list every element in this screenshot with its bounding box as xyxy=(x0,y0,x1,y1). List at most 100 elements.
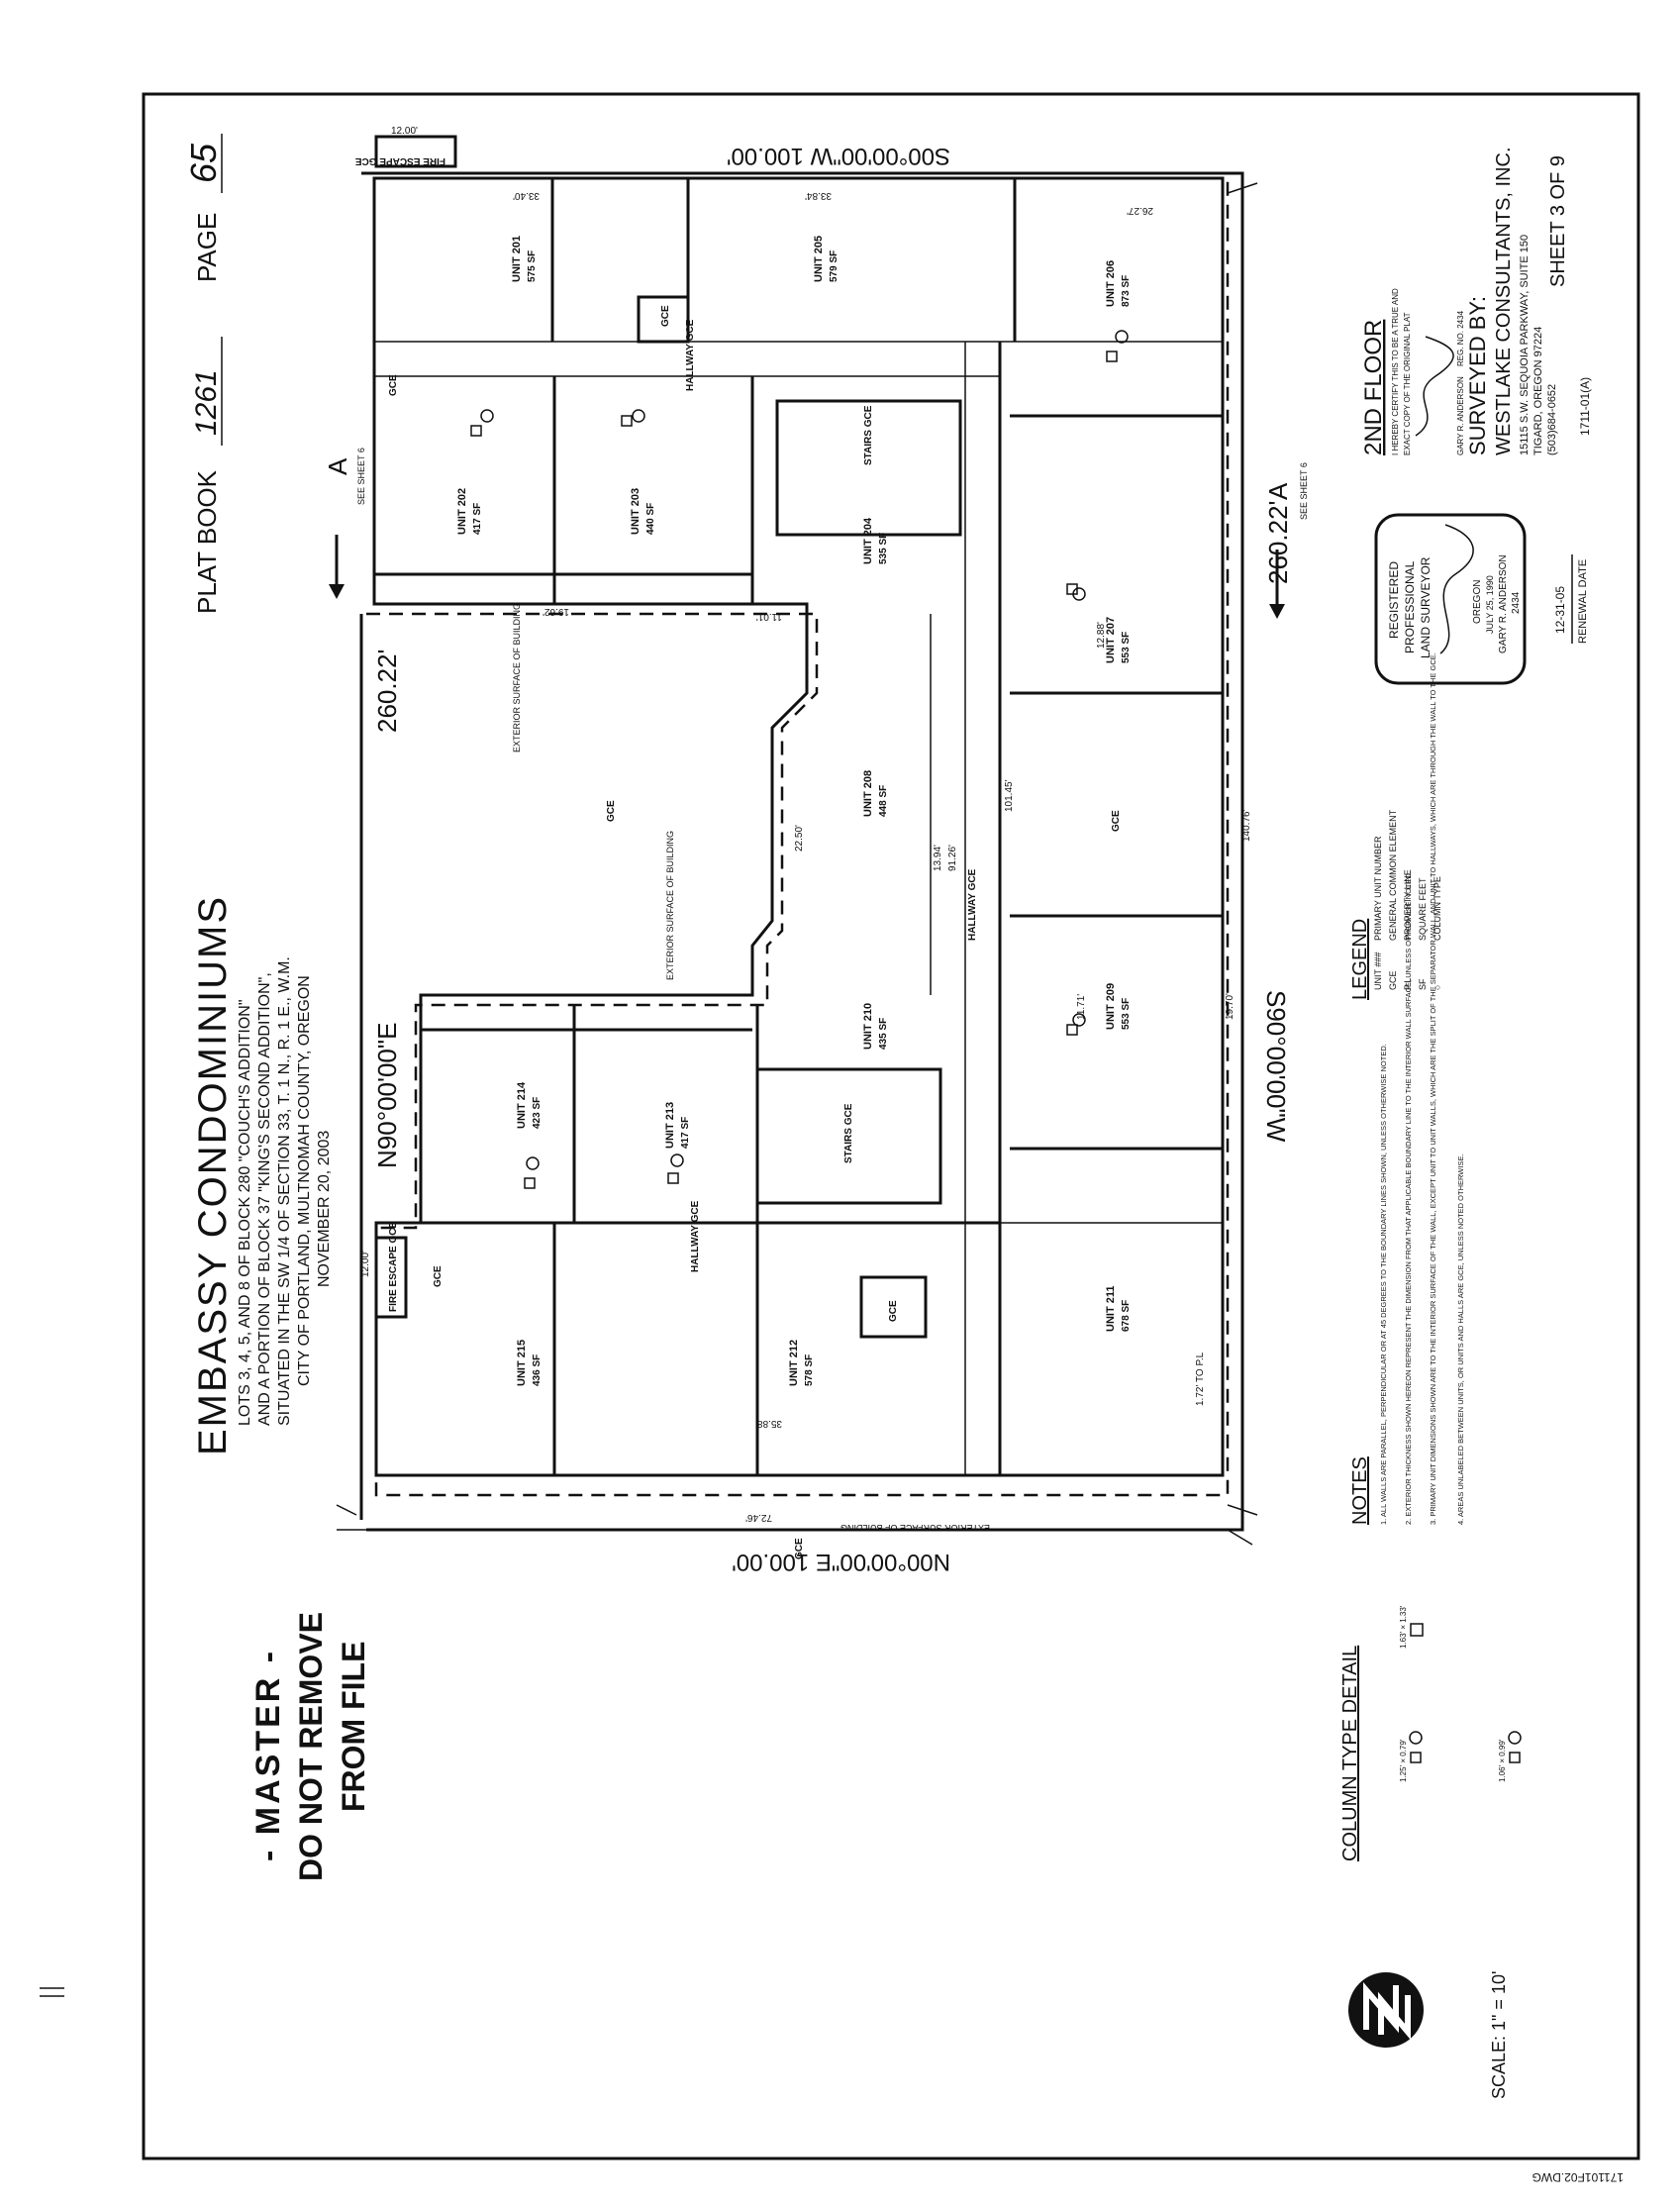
hallway-lower: HALLWAY GCE xyxy=(690,1200,701,1272)
job-number: 1711-01(A) xyxy=(1578,377,1592,436)
unit-201-area: 575 SF xyxy=(527,251,538,282)
stairs-upper xyxy=(775,399,962,537)
surveyor-label: SURVEYED BY: xyxy=(1465,296,1490,455)
common-element-labels: GCE GCE GCE GCE GCE GCE GCE HALLWAY GCE … xyxy=(355,155,1122,1559)
unit-209-area: 553 SF xyxy=(1121,998,1132,1030)
dim-10: 91.26' xyxy=(947,845,958,871)
unit-204-label: UNIT 204 xyxy=(862,517,874,564)
unit-201-label: UNIT 201 xyxy=(511,236,523,282)
surveyor-seal: REGISTERED PROFESSIONAL LAND SURVEYOR OR… xyxy=(1374,513,1527,685)
surveyor-address-2: TIGARD, OREGON 97224 xyxy=(1532,327,1544,455)
north-arrow-icon xyxy=(1348,1972,1424,2048)
hallway-upper: HALLWAY GCE xyxy=(685,319,696,391)
legend-meaning-4: SQUARE FEET xyxy=(1418,877,1428,941)
unit-212-area: 578 SF xyxy=(804,1354,815,1386)
project-title: EMBASSY CONDOMINIUMS xyxy=(191,895,235,1455)
unit-204-area: 535 SF xyxy=(878,533,889,564)
notes-heading: NOTES xyxy=(1349,1456,1371,1525)
notes: NOTES 1. ALL WALLS ARE PARALLEL, PERPEND… xyxy=(1349,652,1465,1525)
seal-date: JULY 25, 1990 xyxy=(1485,575,1495,634)
section-marks: A SEE SHEET 6 A SEE SHEET 6 xyxy=(323,448,1309,619)
dim-9: 101.45' xyxy=(1004,779,1015,812)
gce-top-box: GCE xyxy=(660,305,671,327)
legend-heading: LEGEND xyxy=(1349,919,1371,1000)
legend-symbol-4: SF xyxy=(1418,978,1428,990)
unit-208-area: 448 SF xyxy=(878,785,889,817)
dim-16: 1.72' TO P.L xyxy=(1195,1352,1206,1406)
fire-escape-bottom xyxy=(374,1236,408,1319)
exterior-surface-outline xyxy=(366,173,1230,1497)
seal-state: OREGON xyxy=(1472,580,1483,624)
surveyor-address-1: 15115 S.W. SEQUOIA PARKWAY, SUITE 150 xyxy=(1519,235,1531,455)
certify-line-1: I HEREBY CERTIFY THIS TO BE A TRUE AND xyxy=(1391,288,1400,455)
stairs-lower xyxy=(755,1067,942,1205)
seal-name: GARY R. ANDERSON xyxy=(1498,554,1509,653)
unit-205-label: UNIT 205 xyxy=(813,236,825,282)
unit-207-area: 553 SF xyxy=(1121,632,1132,663)
column-type-b: 1.63' × 1.33' xyxy=(1399,1605,1408,1649)
dim-11: 13.94' xyxy=(933,845,943,871)
column-detail-heading: COLUMN TYPE DETAIL xyxy=(1339,1646,1361,1861)
legend-symbol-5: ○ xyxy=(1433,985,1442,990)
unit-214-area: 423 SF xyxy=(532,1097,543,1129)
legend-meaning-5: COLUMN TYPE xyxy=(1433,876,1442,941)
title-line-2: AND A PORTION OF BLOCK 37 "KING'S SECOND… xyxy=(256,972,273,1426)
dim-fire-escape-bottom: 12.00' xyxy=(360,1251,371,1277)
unit-211-label: UNIT 211 xyxy=(1105,1286,1117,1332)
seal-signature xyxy=(1439,524,1474,654)
unit-215-area: 436 SF xyxy=(532,1354,543,1386)
dim-1: 33.40' xyxy=(513,190,540,201)
bearing-top: S00°00'00"W 100.00' xyxy=(727,143,950,169)
column-type-detail: COLUMN TYPE DETAIL 1.25' × 0.79' 1.63' ×… xyxy=(1339,1605,1522,1861)
note-2: 2. EXTERIOR THICKNESS SHOWN HEREON REPRE… xyxy=(1404,871,1413,1525)
stairs-lower-label: STAIRS GCE xyxy=(843,1103,854,1163)
surveyor-phone: (503)684-0652 xyxy=(1546,384,1558,455)
seal-number: 2434 xyxy=(1511,591,1522,614)
unit-208-label: UNIT 208 xyxy=(862,770,874,817)
title-line-3: SITUATED IN THE SW 1/4 OF SECTION 33, T.… xyxy=(276,956,293,1426)
building-walls xyxy=(372,176,1225,1477)
legend-symbol-1: UNIT ### xyxy=(1373,953,1383,990)
surveyor-block: SURVEYED BY: WESTLAKE CONSULTANTS, INC. … xyxy=(1465,147,1592,455)
column-type-a: 1.25' × 0.79' xyxy=(1399,1739,1408,1782)
unit-207-label: UNIT 207 xyxy=(1105,617,1117,663)
legend-meaning-3: PROPERTY LINE xyxy=(1403,869,1413,941)
dim-3: 26.27' xyxy=(1127,205,1153,216)
renewal-block: 12-31-05 RENEWAL DATE xyxy=(1553,554,1589,644)
dim-5: 72.46' xyxy=(745,1512,772,1523)
unit-209-label: UNIT 209 xyxy=(1105,983,1117,1030)
certifier-name: GARY R. ANDERSON xyxy=(1456,376,1465,455)
sheet-border xyxy=(142,92,1640,2160)
fire-escape-top xyxy=(374,135,457,168)
plat-page-number: 65 xyxy=(183,143,224,183)
plat-book-label: PLAT BOOK xyxy=(192,469,222,614)
seal-line-2: PROFESSIONAL xyxy=(1403,560,1417,653)
unit-202-area: 417 SF xyxy=(472,503,483,535)
section-mark-right: A xyxy=(1263,482,1293,500)
master-stamp: - MASTER - DO NOT REMOVE FROM FILE xyxy=(249,1612,371,1881)
section-mark-left-note: SEE SHEET 6 xyxy=(356,448,366,505)
dim-6: 35.88' xyxy=(755,1418,782,1429)
length-left: 260.22' xyxy=(372,650,402,734)
dwg-filename: 171101F02.DWG xyxy=(1532,2170,1625,2184)
unit-210-label: UNIT 210 xyxy=(862,1003,874,1050)
dim-8: 11.01' xyxy=(756,611,782,622)
legend-meaning-2: GENERAL COMMON ELEMENT xyxy=(1388,809,1398,941)
renewal-date: 12-31-05 xyxy=(1553,586,1567,634)
dim-7: 19.62' xyxy=(543,606,569,617)
note-1: 1. ALL WALLS ARE PARALLEL, PERPENDICULAR… xyxy=(1379,1044,1388,1525)
gce-lower-left: GCE xyxy=(433,1265,444,1287)
unit-202-label: UNIT 202 xyxy=(456,488,468,535)
gce-bottom-strip: GCE xyxy=(794,1538,805,1559)
unit-210-area: 435 SF xyxy=(878,1018,889,1050)
section-mark-left: A xyxy=(323,457,352,475)
certifier-reg: REG. NO. 2434 xyxy=(1456,310,1465,366)
note-4: 4. AREAS UNLABELED BETWEEN UNITS, OR UNI… xyxy=(1456,1154,1465,1525)
certify-signature xyxy=(1415,336,1454,437)
dim-fire-escape-top: 12.00' xyxy=(391,126,418,137)
dim-4: 140.76' xyxy=(1241,809,1252,842)
gce-bottom-box: GCE xyxy=(888,1300,899,1322)
legend-symbol-2: GCE xyxy=(1388,970,1398,990)
